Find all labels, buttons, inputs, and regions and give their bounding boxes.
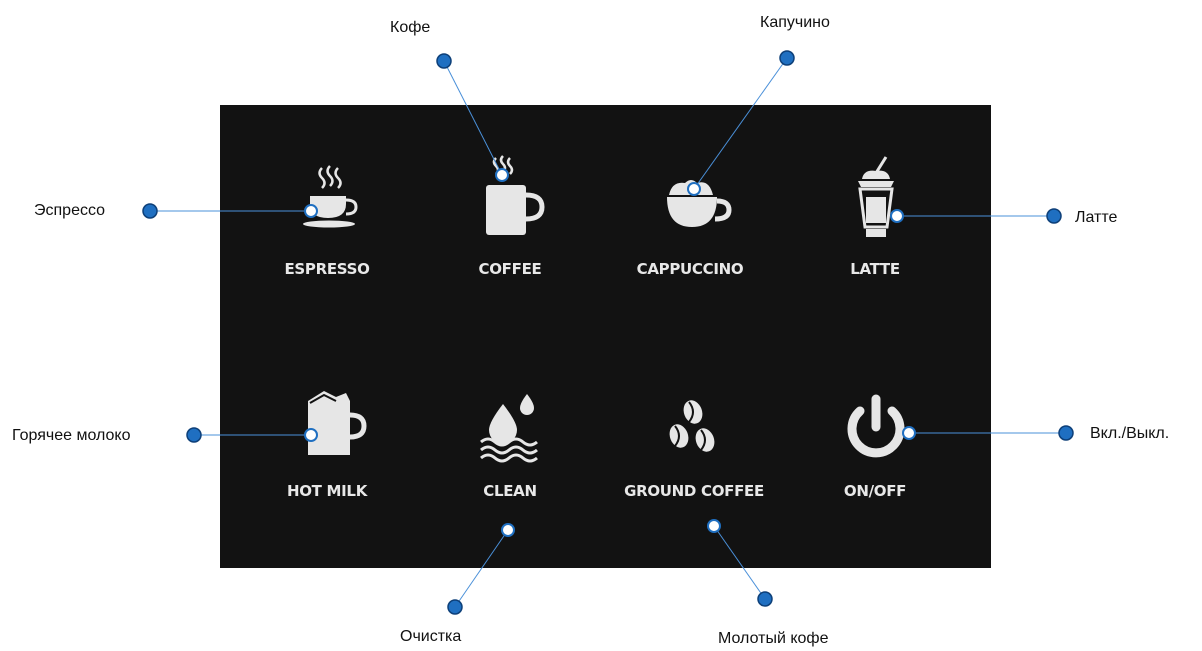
callout-label-latte: Латте [1075, 209, 1118, 226]
clean-label: CLEAN [483, 482, 537, 500]
callout-label-cappuccino: Капучино [760, 14, 830, 31]
espresso-label: ESPRESSO [284, 260, 370, 278]
latte-glass-icon [858, 156, 894, 237]
water-drops-icon [480, 394, 538, 463]
cappuccino-label: CAPPUCCINO [636, 260, 744, 278]
callout-label-hot-milk: Горячее молоко [12, 427, 131, 444]
callout-label-ground-coffee: Молотый кофе [718, 630, 829, 647]
callout-label-clean: Очистка [400, 628, 462, 645]
coffee-label: COFFEE [478, 260, 542, 278]
cappuccino-cup-icon [667, 180, 732, 227]
callout-label-on-off: Вкл./Выкл. [1090, 425, 1170, 442]
espresso-cup-icon [303, 165, 358, 228]
callout-label-coffee: Кофе [390, 19, 431, 36]
milk-jug-icon [308, 391, 367, 455]
power-icon [847, 394, 905, 458]
coffee-mug-icon [486, 155, 545, 235]
ground-coffee-label: GROUND COFFEE [624, 482, 764, 500]
coffee-beans-icon [669, 400, 715, 452]
on-off-label: ON/OFF [843, 482, 907, 500]
coffee-machine-panel: ESPRESSO COFFEE CAPPUCCINO LAT [220, 105, 991, 568]
callout-label-espresso: Эспрессо [34, 202, 106, 219]
hot-milk-label: HOT MILK [286, 482, 368, 500]
latte-label: LATTE [850, 260, 900, 278]
